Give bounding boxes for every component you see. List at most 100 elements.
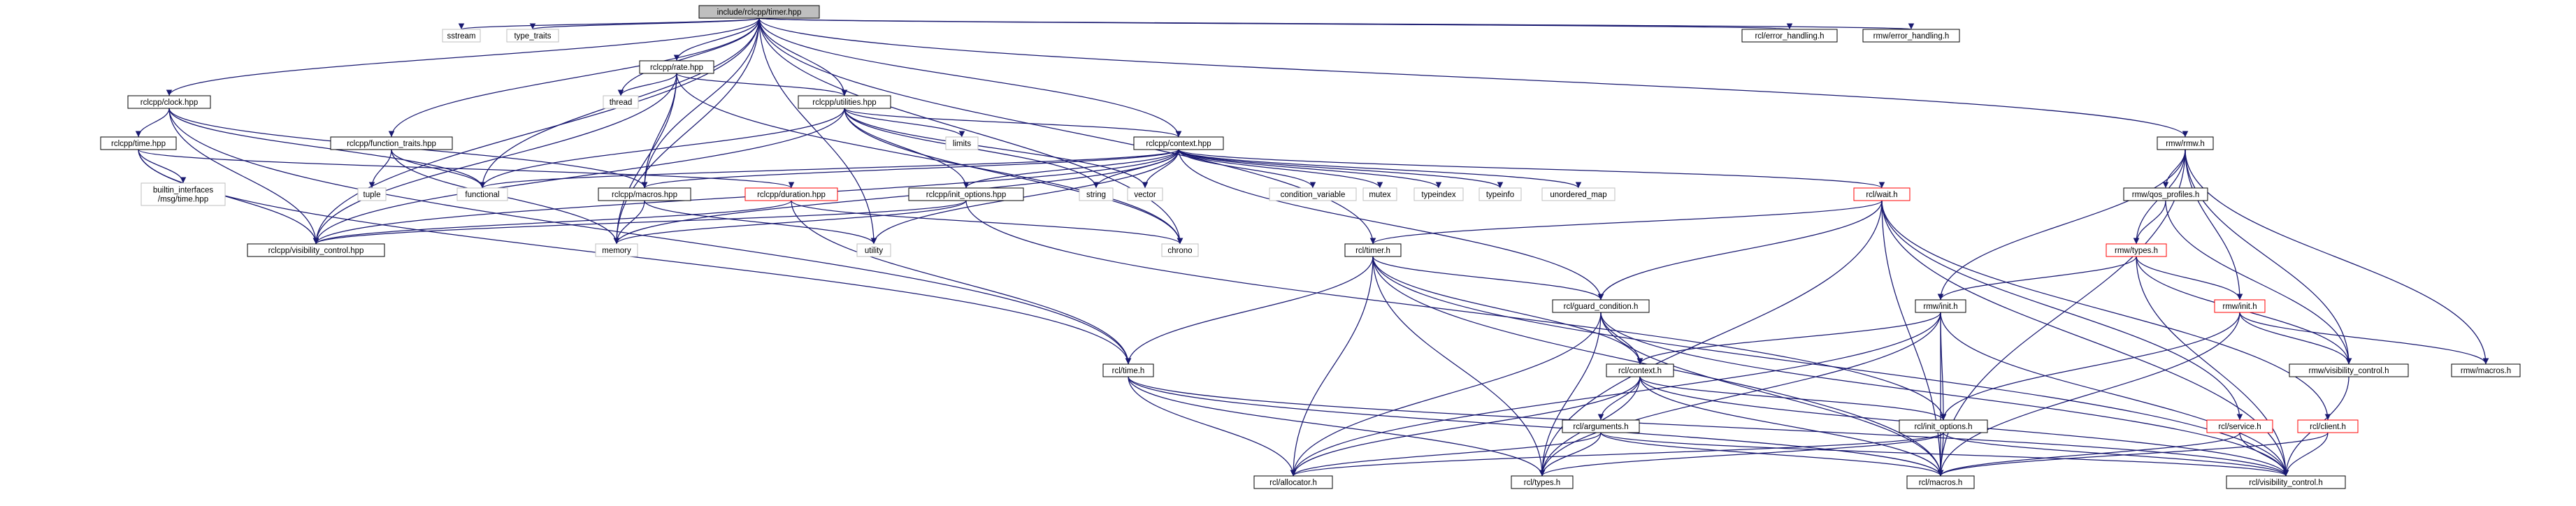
node-sstream-box xyxy=(442,29,481,43)
node-visibility-control-hpp[interactable]: rclcpp/visibility_control.hpp xyxy=(247,243,385,257)
node-typeindex-label: typeindex xyxy=(1421,191,1455,199)
edge-rcl-time-h-to-rcl-allocator-h xyxy=(1128,376,1297,477)
node-rate-hpp[interactable]: rclcpp/rate.hpp xyxy=(639,60,714,74)
node-duration-hpp[interactable]: rclcpp/duration.hpp xyxy=(744,187,838,201)
node-unordered-map: unordered_map xyxy=(1541,187,1616,201)
node-rmw-types-h[interactable]: rmw/types.h xyxy=(2106,243,2167,257)
node-rcl-init-h-box xyxy=(2214,299,2266,313)
node-memory-box xyxy=(595,243,638,257)
edge-rcl-time-h-to-rcl-macros-h xyxy=(1128,376,1944,477)
node-clock-hpp[interactable]: rclcpp/clock.hpp xyxy=(127,95,211,109)
node-mutex: mutex xyxy=(1362,187,1397,201)
node-typeindex: typeindex xyxy=(1413,187,1464,201)
node-rcl-service-h-box xyxy=(2206,419,2273,433)
edge-time-hpp-to-duration-hpp xyxy=(138,149,795,189)
node-type-traits: type_traits xyxy=(506,29,559,43)
edge-wait-h-to-rcl-service-h xyxy=(1881,200,2243,421)
node-rmw-init-h[interactable]: rmw/init.h xyxy=(1915,299,1966,313)
edge-context-hpp-to-guard-condition-h xyxy=(1178,149,1604,301)
node-init-options-hpp[interactable]: rclcpp/init_options.hpp xyxy=(908,187,1024,201)
edge-rcl-time-h-to-rcl-vis-h xyxy=(1128,376,2289,477)
node-rcl-arguments-h-box xyxy=(1562,419,1640,433)
node-timer-hpp[interactable]: include/rclcpp/timer.hpp xyxy=(698,5,820,19)
node-rmw-macros-h-box xyxy=(2451,363,2521,377)
node-functional: functional xyxy=(456,187,508,201)
node-rmw-h[interactable]: rmw/rmw.h xyxy=(2157,136,2214,150)
edge-rcl-init-h-to-rmw-vis-h xyxy=(2239,312,2352,365)
node-rcl-init-h-label: rmw/init.h xyxy=(2222,303,2257,311)
node-builtin-time: builtin_interfaces/msg/time.hpp xyxy=(141,182,226,206)
node-rcl-context-h[interactable]: rcl/context.h xyxy=(1606,363,1674,377)
node-rcl-init-h[interactable]: rmw/init.h xyxy=(2214,299,2266,313)
edge-utilities-hpp-to-vector xyxy=(844,108,1149,189)
node-thread-label: thread xyxy=(610,99,633,107)
node-context-hpp[interactable]: rclcpp/context.hpp xyxy=(1133,136,1224,150)
node-thread: thread xyxy=(603,95,639,109)
node-memory-label: memory xyxy=(602,247,631,255)
node-typeinfo-box xyxy=(1478,187,1522,201)
node-utility: utility xyxy=(856,243,891,257)
edge-rmw-types-h-to-rcl-init-h xyxy=(2136,256,2243,301)
edge-clock-hpp-to-functional xyxy=(168,108,486,189)
node-rcl-allocator-h[interactable]: rcl/allocator.h xyxy=(1253,475,1333,489)
node-rcl-timer-h[interactable]: rcl/timer.h xyxy=(1344,243,1402,257)
edge-qos-profiles-to-rmw-types-h xyxy=(2133,200,2166,245)
node-rcl-vis-h-box xyxy=(2226,475,2346,489)
node-tuple-box xyxy=(357,187,387,201)
edge-rcl-timer-h-to-rcl-vis-h xyxy=(1372,256,2289,477)
node-rcl-arguments-h[interactable]: rcl/arguments.h xyxy=(1562,419,1640,433)
node-rcl-allocator-h-label: rcl/allocator.h xyxy=(1269,479,1317,487)
node-builtin-time-label: builtin_interfaces xyxy=(153,187,214,195)
node-rmw-h-box xyxy=(2157,136,2214,150)
node-utility-label: utility xyxy=(865,247,883,255)
node-rcl-timer-h-box xyxy=(1344,243,1402,257)
edge-rate-hpp-to-visibility-control-hpp xyxy=(312,73,677,245)
node-chrono-label: chrono xyxy=(1167,247,1192,255)
node-rcl-client-h[interactable]: rcl/client.h xyxy=(2297,419,2359,433)
node-utilities-hpp-box xyxy=(798,95,891,109)
node-clock-hpp-label: rclcpp/clock.hpp xyxy=(141,99,198,107)
edge-context-hpp-to-wait-h xyxy=(1178,149,1885,189)
node-guard-condition-h[interactable]: rcl/guard_condition.h xyxy=(1552,299,1650,313)
node-rcl-timer-h-label: rcl/timer.h xyxy=(1355,247,1390,255)
node-time-hpp[interactable]: rclcpp/time.hpp xyxy=(100,136,177,150)
edge-context-hpp-to-typeindex xyxy=(1178,149,1442,189)
node-rcl-init-options-h[interactable]: rcl/init_options.h xyxy=(1899,419,1988,433)
node-function-traits-hpp[interactable]: rclcpp/function_traits.hpp xyxy=(330,136,453,150)
edge-context-hpp-to-utility xyxy=(870,149,1179,245)
node-time-hpp-label: rclcpp/time.hpp xyxy=(111,140,166,148)
node-rmw-types-h-box xyxy=(2106,243,2167,257)
node-rcl-types-h[interactable]: rcl/types.h xyxy=(1511,475,1574,489)
node-wait-h-box xyxy=(1853,187,1911,201)
node-error-handling-rcl[interactable]: rcl/error_handling.h xyxy=(1741,29,1838,43)
node-duration-hpp-box xyxy=(744,187,838,201)
node-function-traits-hpp-label: rclcpp/function_traits.hpp xyxy=(347,140,436,148)
node-error-handling-rmw-box xyxy=(1862,29,1960,43)
node-wait-h[interactable]: rcl/wait.h xyxy=(1853,187,1911,201)
node-rcl-time-h[interactable]: rcl/time.h xyxy=(1102,363,1154,377)
node-unordered-map-label: unordered_map xyxy=(1550,191,1606,199)
node-error-handling-rmw[interactable]: rmw/error_handling.h xyxy=(1862,29,1960,43)
edge-timer-hpp-to-rate-hpp xyxy=(673,17,760,62)
node-limits-label: limits xyxy=(953,140,971,148)
node-rcl-service-h[interactable]: rcl/service.h xyxy=(2206,419,2273,433)
node-rcl-macros-h[interactable]: rcl/macros.h xyxy=(1906,475,1975,489)
edge-function-traits-hpp-to-tuple xyxy=(368,149,392,189)
node-rmw-types-h-label: rmw/types.h xyxy=(2115,247,2158,255)
node-rcl-vis-h[interactable]: rcl/visibility_control.h xyxy=(2226,475,2346,489)
edge-timer-hpp-to-visibility-control-hpp xyxy=(312,17,760,245)
edge-function-traits-hpp-to-functional xyxy=(391,149,486,189)
node-qos-profiles-label: rmw/qos_profiles.h xyxy=(2132,191,2200,199)
node-macros-hpp[interactable]: rclcpp/macros.hpp xyxy=(598,187,691,201)
node-rmw-vis-h[interactable]: rmw/visibility_control.h xyxy=(2289,363,2409,377)
node-utilities-hpp[interactable]: rclcpp/utilities.hpp xyxy=(798,95,891,109)
node-visibility-control-hpp-box xyxy=(247,243,385,257)
node-qos-profiles[interactable]: rmw/qos_profiles.h xyxy=(2123,187,2208,201)
edge-timer-hpp-to-sstream xyxy=(459,17,760,30)
edge-timer-hpp-to-function-traits-hpp xyxy=(388,17,760,138)
node-rmw-macros-h[interactable]: rmw/macros.h xyxy=(2451,363,2521,377)
node-rate-hpp-box xyxy=(639,60,714,74)
node-builtin-time-box xyxy=(141,182,226,206)
node-limits: limits xyxy=(945,136,979,150)
node-guard-condition-h-box xyxy=(1552,299,1650,313)
